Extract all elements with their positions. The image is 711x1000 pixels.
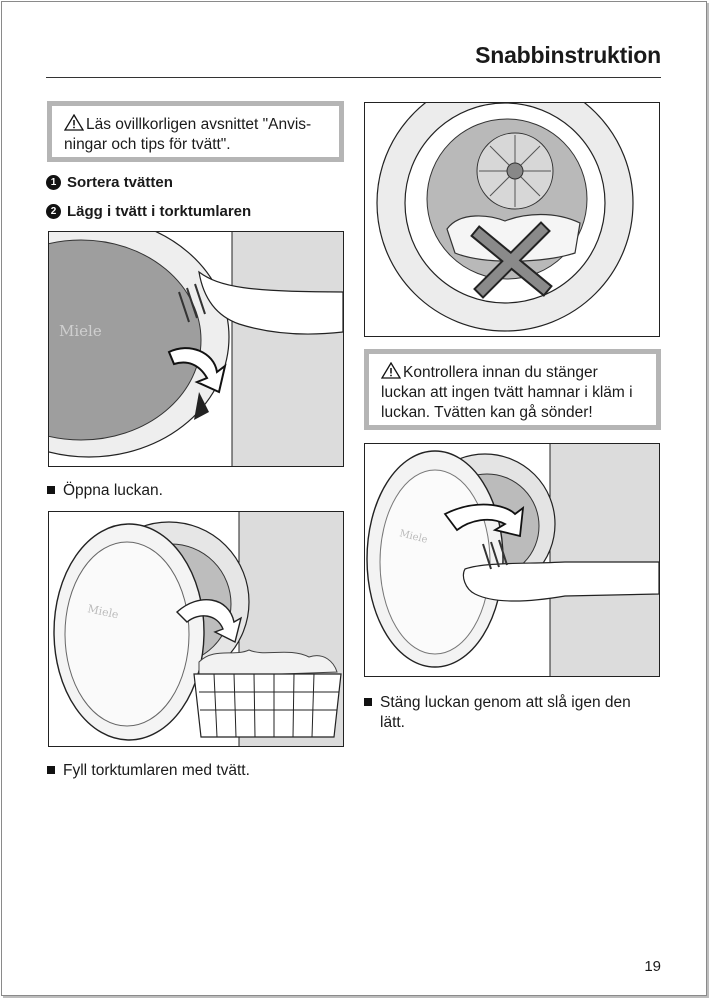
illustration-close-door: Miele <box>364 443 660 677</box>
warning-line-2: luckan att ingen tvätt hamnar i kläm i <box>381 384 633 401</box>
illustration-open-door: Miele <box>48 231 344 467</box>
step-number-badge: 2 <box>46 204 61 219</box>
step-label: Sortera tvätten <box>67 174 173 191</box>
illustration-fill-dryer: Miele <box>48 511 344 747</box>
page-title: Snabbinstruktion <box>475 42 661 68</box>
warning-line-1: Läs ovillkorligen avsnittet "Anvis- <box>63 113 329 135</box>
square-bullet-icon <box>47 486 55 494</box>
caption-open-door: Öppna luckan. <box>47 481 163 501</box>
warning-triangle-icon <box>63 113 85 131</box>
step-label: Lägg i tvätt i torktumlaren <box>67 203 252 220</box>
warning-line-1: Kontrollera innan du stänger <box>380 361 646 383</box>
step-load-dryer: 2 Lägg i tvätt i torktumlaren <box>46 203 251 220</box>
warning-box-check-door: Kontrollera innan du stänger luckan att … <box>364 349 661 430</box>
header-divider <box>46 77 661 78</box>
warning-line-2: ningar och tips för tvätt". <box>64 136 231 153</box>
caption-fill-dryer: Fyll torktumlaren med tvätt. <box>47 761 250 781</box>
svg-text:Miele: Miele <box>86 602 119 621</box>
page-number: 19 <box>644 958 661 975</box>
brand-logo-text: Miele <box>59 322 102 340</box>
step-sort-laundry: 1 Sortera tvätten <box>46 174 173 191</box>
warning-box-read-section: Läs ovillkorligen avsnittet "Anvis- ning… <box>47 101 344 162</box>
step-number-badge: 1 <box>46 175 61 190</box>
warning-triangle-icon <box>380 361 402 379</box>
square-bullet-icon <box>364 698 372 706</box>
square-bullet-icon <box>47 766 55 774</box>
caption-close-door: Stäng luckan genom att slå igen den lätt… <box>364 693 631 733</box>
illustration-drum-crossed <box>364 102 660 337</box>
warning-line-3: luckan. Tvätten kan gå sönder! <box>381 404 593 421</box>
